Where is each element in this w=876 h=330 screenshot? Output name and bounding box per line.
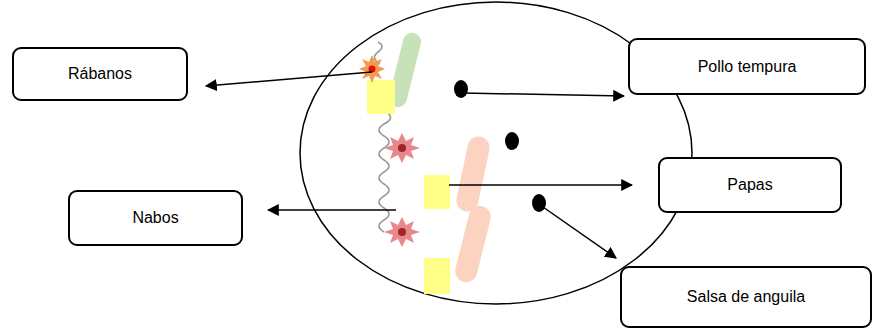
label-box: Rábanos [12,47,188,101]
potato-piece [454,135,491,214]
radish-center [398,144,406,152]
label-text: Papas [727,175,772,194]
label-box: Papas [658,157,842,213]
potato-piece [424,175,450,209]
radish-star [359,55,385,83]
sauce-dot [454,80,468,98]
radish-star [384,217,420,247]
leader-arrow [206,72,372,86]
radish-center [369,66,376,73]
sauce-dot [505,132,519,150]
potato-piece [453,203,493,284]
sauce-dot [532,194,546,212]
label-text: Pollo tempura [698,57,797,76]
leader-arrow [449,184,632,186]
leader-arrow [543,207,616,258]
label-box: Pollo tempura [628,38,866,95]
label-text: Salsa de anguila [687,287,805,306]
label-text: Nabos [132,208,178,227]
label-text: Rábanos [68,64,132,83]
radish-center [398,228,406,236]
leader-arrow [268,209,396,211]
leader-arrow [463,93,624,96]
potato-piece [424,258,450,294]
label-box: Salsa de anguila [620,266,872,328]
potato-piece [367,80,395,114]
label-box: Nabos [68,190,243,246]
radish-star [384,133,420,163]
